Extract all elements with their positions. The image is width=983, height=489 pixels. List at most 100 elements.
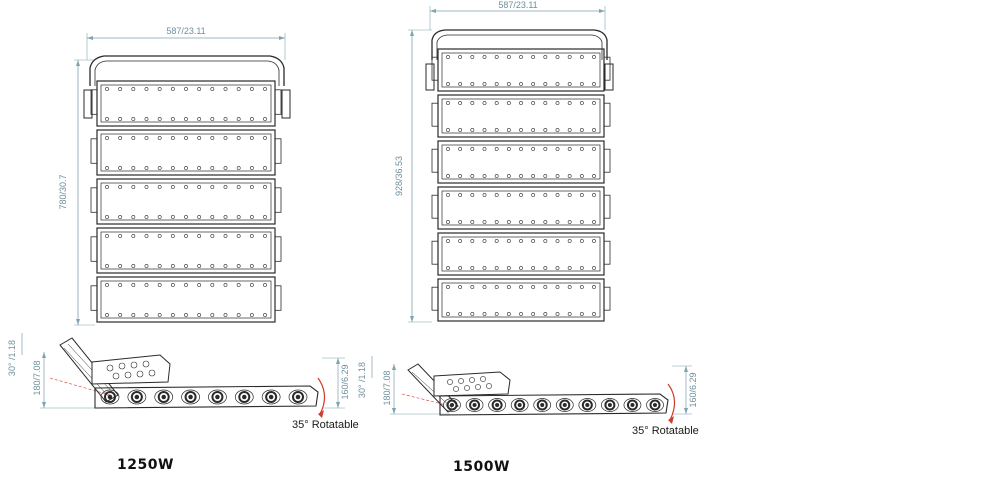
led-dot bbox=[446, 312, 450, 316]
led-dot bbox=[223, 215, 228, 219]
rotation-note: 35° Rotatable bbox=[632, 425, 699, 437]
led-dot bbox=[506, 82, 511, 86]
led-dot bbox=[531, 128, 536, 132]
led-dot bbox=[555, 266, 560, 270]
led-dot bbox=[210, 313, 215, 317]
led-dot bbox=[458, 312, 463, 316]
led-dot bbox=[543, 220, 548, 224]
led-dot bbox=[223, 185, 228, 189]
led-dot bbox=[531, 82, 536, 86]
led-dot bbox=[543, 55, 548, 59]
lens bbox=[127, 389, 147, 405]
led-dot bbox=[446, 101, 450, 105]
led-dot bbox=[263, 234, 267, 238]
led-dot bbox=[446, 128, 450, 132]
led-dot bbox=[519, 312, 523, 316]
led-dot bbox=[105, 136, 109, 140]
led-dot bbox=[144, 215, 149, 219]
led-dot bbox=[157, 117, 162, 121]
led-dot bbox=[519, 101, 523, 105]
led-dot bbox=[592, 312, 596, 316]
led-dot bbox=[197, 185, 202, 189]
width-dimension: 587/23.11 bbox=[498, 0, 537, 10]
lens bbox=[288, 389, 308, 405]
led-dot bbox=[197, 136, 202, 140]
led-dot bbox=[170, 87, 175, 91]
led-dot bbox=[470, 147, 475, 151]
led-dot bbox=[531, 55, 536, 59]
led-dot bbox=[579, 220, 584, 224]
led-dot bbox=[458, 101, 463, 105]
led-dot bbox=[105, 264, 109, 268]
led-dot bbox=[131, 185, 136, 189]
led-dot bbox=[446, 174, 450, 178]
led-dot bbox=[482, 239, 487, 243]
led-dot bbox=[263, 136, 267, 140]
led-dot bbox=[555, 193, 560, 197]
led-dot bbox=[131, 283, 136, 287]
led-dot bbox=[170, 215, 175, 219]
led-dot bbox=[482, 82, 487, 86]
led-dot bbox=[579, 285, 584, 289]
led-dot bbox=[249, 166, 254, 170]
led-dot bbox=[494, 101, 499, 105]
led-dot bbox=[519, 147, 523, 151]
lens bbox=[555, 398, 574, 412]
led-dot bbox=[567, 174, 572, 178]
led-dot bbox=[519, 55, 523, 59]
led-dot bbox=[236, 313, 241, 317]
led-dot bbox=[210, 136, 215, 140]
led-dot bbox=[223, 234, 228, 238]
led-dot bbox=[236, 264, 241, 268]
lens bbox=[601, 398, 619, 412]
led-dot bbox=[118, 313, 123, 317]
lens bbox=[181, 389, 200, 405]
led-dot bbox=[236, 136, 241, 140]
led-dot bbox=[470, 128, 475, 132]
led-dot bbox=[184, 264, 188, 268]
led-dot bbox=[249, 264, 254, 268]
led-dot bbox=[592, 174, 596, 178]
led-dot bbox=[506, 147, 511, 151]
led-dot bbox=[494, 285, 499, 289]
led-dot bbox=[170, 264, 175, 268]
led-dot bbox=[519, 285, 523, 289]
led-dot bbox=[494, 193, 499, 197]
led-dot bbox=[236, 283, 241, 287]
led-dot bbox=[506, 193, 511, 197]
led-dot bbox=[506, 101, 511, 105]
led-dot bbox=[184, 136, 188, 140]
led-dot bbox=[531, 266, 536, 270]
led-dot bbox=[236, 215, 241, 219]
led-dot bbox=[170, 283, 175, 287]
led-dot bbox=[506, 220, 511, 224]
led-dot bbox=[555, 147, 560, 151]
lens bbox=[208, 389, 227, 405]
led-dot bbox=[592, 128, 596, 132]
led-module bbox=[431, 94, 611, 138]
led-dot bbox=[223, 264, 228, 268]
led-dot bbox=[579, 193, 584, 197]
led-dot bbox=[567, 285, 572, 289]
led-dot bbox=[118, 264, 123, 268]
led-dot bbox=[144, 166, 149, 170]
led-dot bbox=[446, 220, 450, 224]
led-dot bbox=[131, 117, 136, 121]
led-dot bbox=[210, 234, 215, 238]
led-modules bbox=[431, 48, 611, 322]
led-dot bbox=[249, 87, 254, 91]
led-dot bbox=[458, 174, 463, 178]
led-dot bbox=[249, 283, 254, 287]
led-dot bbox=[236, 185, 241, 189]
led-dot bbox=[567, 128, 572, 132]
led-dot bbox=[543, 266, 548, 270]
led-dot bbox=[249, 234, 254, 238]
led-dot bbox=[118, 283, 123, 287]
led-dot bbox=[531, 174, 536, 178]
led-dot bbox=[263, 264, 267, 268]
lens bbox=[623, 398, 642, 412]
led-dot bbox=[249, 313, 254, 317]
led-dot bbox=[458, 239, 463, 243]
led-dot bbox=[567, 239, 572, 243]
led-dot bbox=[446, 82, 450, 86]
